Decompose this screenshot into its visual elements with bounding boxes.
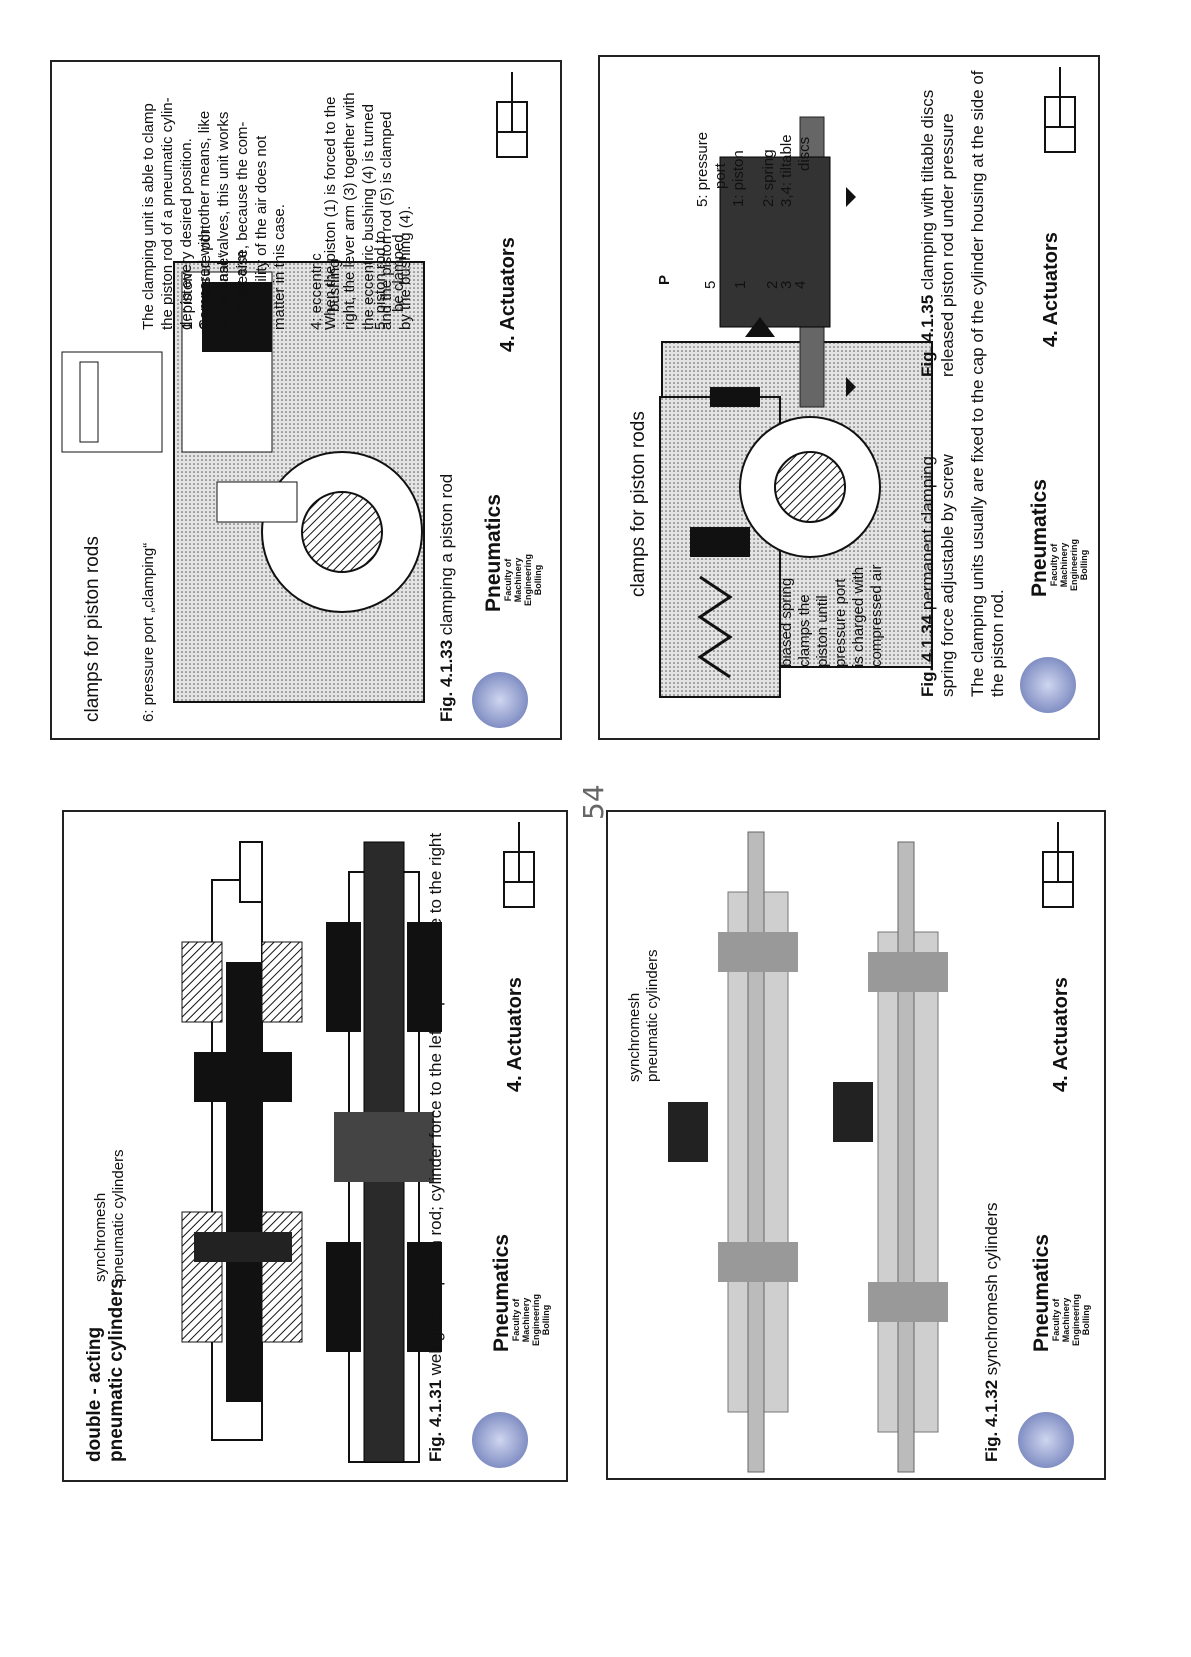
clamping-unit-cross-section — [61, 261, 425, 703]
slide3-caption-number: Fig. 4.1.33 — [437, 639, 456, 722]
legend-port: port — [712, 163, 729, 189]
footer-actuators: 4. Actuators — [1040, 232, 1062, 347]
slide4-note-2: the piston rod. — [987, 589, 1007, 697]
slide3-text2-1: When the piston (1) is forced to the — [322, 96, 339, 330]
footer-faculty-1: Faculty of Machinery — [503, 557, 523, 603]
slide3-port6-label: 6: pressure port „clamping“ — [140, 542, 157, 722]
faculty-logo — [1020, 657, 1076, 713]
cylinder-symbol-icon — [1044, 67, 1076, 153]
slide1-title-line1: double - acting — [84, 1326, 105, 1462]
spring-note-1: biased spring — [778, 577, 795, 667]
slide2-title-line2: pneumatic cylinders — [644, 949, 661, 1082]
spring-note-6: compressed air — [868, 564, 885, 667]
slide3-text1-1: The clamping unit is able to clamp — [140, 103, 157, 330]
slide3-text2-2: right, the lever arm (3) together with — [340, 92, 358, 330]
footer-faculty-3: Bolling — [1080, 1304, 1091, 1336]
slide3-text1-7: pressibility of the air does not — [252, 135, 270, 330]
slide-synchromesh-photo: synchromesh pneumatic cylinders Fig. 4.1… — [606, 810, 1106, 1480]
cylinder-symbol-icon — [503, 822, 535, 908]
faculty-logo — [472, 1412, 528, 1468]
num-1: 1 — [732, 280, 749, 289]
spring-note-3: piston until — [814, 595, 831, 667]
slide3-text2-4: and the piston rod (5) is clamped — [378, 111, 396, 330]
slide-double-acting: double - acting pneumatic cylinders sync… — [62, 810, 568, 1482]
footer-faculty-3: Bolling — [1078, 549, 1089, 581]
num-5: 5 — [702, 280, 719, 289]
slide1-subtitle-line1: synchromesh — [92, 1192, 109, 1282]
slide-clamps-spring: clamps for piston rods biased spring cla… — [598, 55, 1100, 740]
footer-actuators: 4. Actuators — [504, 977, 526, 1092]
slide-clamping-unit: clamps for piston rods 6: pressure port … — [50, 60, 562, 740]
spring-note-4: pressure port — [832, 578, 849, 667]
spring-note-5: is charged with — [850, 566, 867, 667]
slide3-text1-8: matter in this case. — [271, 204, 289, 330]
slide2-caption: synchromesh cylinders — [982, 1202, 1001, 1376]
slide3-text2-5: by the bushing (4). — [397, 205, 414, 330]
slide2-title-line1: synchromesh — [626, 992, 643, 1082]
footer-faculty-1: Faculty of Machinery — [511, 1297, 531, 1343]
handwritten-page-number: 54 — [577, 784, 610, 820]
cap34-number: Fig. 4.1.34 — [918, 614, 937, 697]
num-4: 4 — [792, 280, 809, 289]
cylinder-symbol-icon — [496, 72, 528, 158]
footer-actuators: 4. Actuators — [497, 237, 519, 352]
footer-faculty-1: Faculty of Machinery — [1049, 542, 1069, 588]
slide3-text1-4: Compared with other means, like — [196, 110, 214, 330]
faculty-logo — [472, 672, 528, 728]
legend-piston: 1: piston — [730, 150, 747, 207]
cylinder-cross-section-top — [181, 841, 442, 1463]
footer-faculty-1: Faculty of Machinery — [1051, 1297, 1071, 1343]
slide3-text1-5: directional valves, this unit works — [215, 111, 232, 330]
footer-faculty-3: Bolling — [540, 1304, 551, 1336]
slide4-title: clamps for piston rods — [628, 411, 649, 597]
legend-spring: 2: spring — [760, 149, 777, 207]
cap35-number: Fig. 4.1.35 — [918, 294, 937, 377]
slide4-note-1: The clamping units usually are fixed to … — [968, 70, 987, 697]
slide3-text2-3: the eccentric bushing (4) is turned — [359, 104, 377, 330]
footer-faculty-3: Bolling — [532, 564, 543, 596]
slide1-caption: well guided piston rod; cylinder force t… — [426, 832, 445, 1376]
faculty-logo — [1018, 1412, 1074, 1468]
spring-note-2: clamps the — [796, 594, 813, 667]
legend-discs: discs — [796, 136, 813, 171]
legend-tiltable: 3,4: tiltable — [778, 134, 795, 207]
synchromesh-cylinders-photo — [668, 831, 948, 1473]
slide3-title: clamps for piston rods — [82, 536, 103, 722]
cylinder-symbol-icon — [1042, 822, 1074, 908]
cap34-line2: spring force adjustable by screw — [937, 454, 957, 697]
cap34-line1: permanent clamping — [918, 456, 937, 611]
slide3-text1-6: very precise, because the com- — [233, 121, 251, 330]
slide1-subtitle-line2: pneumatic cylinders — [110, 1149, 127, 1282]
footer-actuators: 4. Actuators — [1050, 977, 1072, 1092]
slide1-title-line2: pneumatic cylinders — [105, 1278, 127, 1462]
slide1-caption-number: Fig. 4.1.31 — [426, 1379, 445, 1462]
slide3-text1-3: der in every desired position. — [177, 138, 195, 330]
slide3-text1-2: the piston rod of a pneumatic cylin- — [158, 97, 176, 330]
cap35-line2: released piston rod under pressure — [937, 113, 957, 377]
slide3-caption: clamping a piston rod — [437, 473, 456, 636]
slide2-caption-number: Fig. 4.1.32 — [982, 1379, 1001, 1462]
spring-clamp-cross-section — [659, 116, 933, 698]
cap35-line1: clamping with tiltable discs — [918, 89, 937, 291]
legend-pressure: 5: pressure — [694, 131, 711, 207]
pressure-p-label: P — [656, 274, 673, 285]
